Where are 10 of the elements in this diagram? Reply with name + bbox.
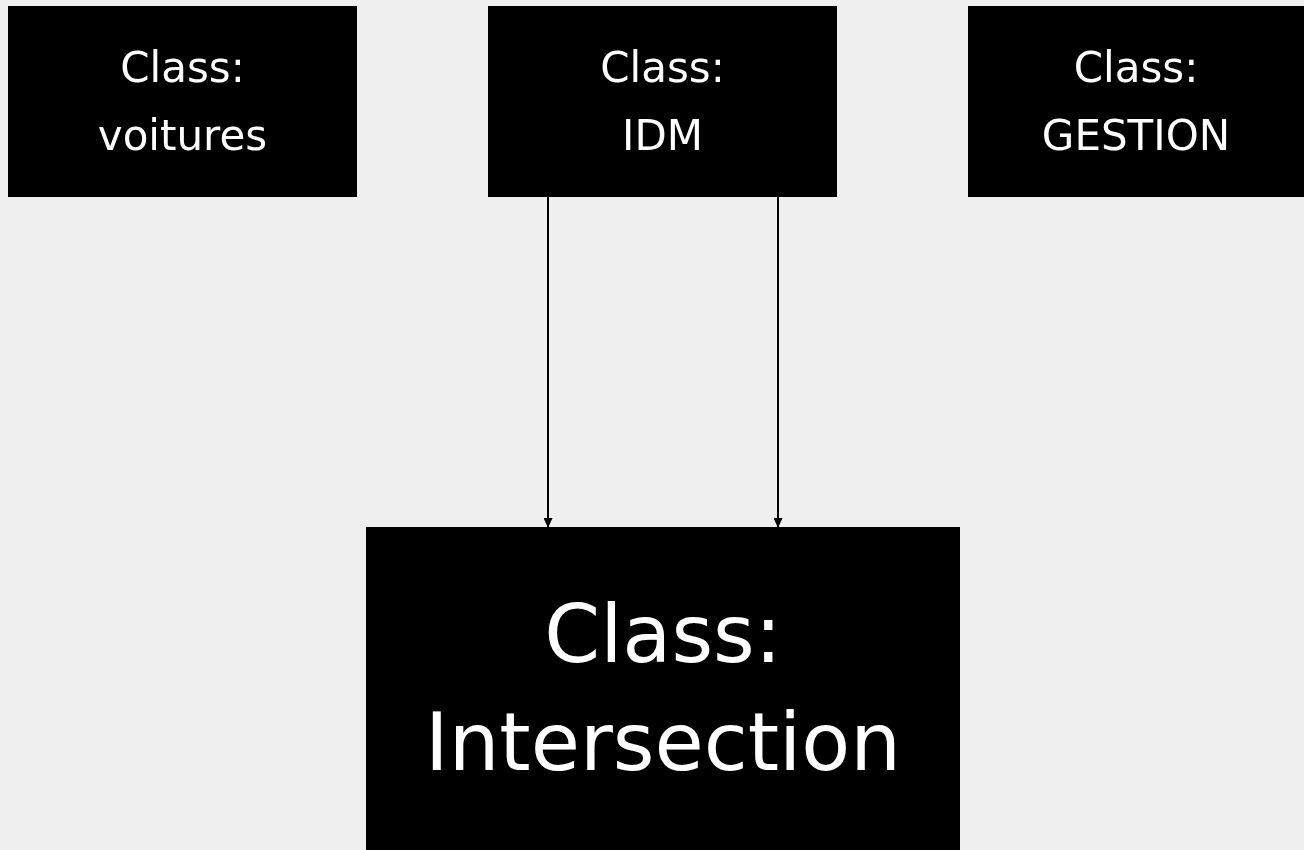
arrow: [773, 196, 783, 528]
class-box: [488, 6, 837, 197]
arrow: [543, 196, 553, 528]
class-box: [968, 6, 1304, 197]
class-label: Class: voitures: [96, 42, 269, 162]
class-label: Class: GESTION: [1040, 42, 1232, 162]
class-label: Class: IDM: [599, 42, 726, 162]
class-box: [366, 527, 960, 850]
class-label: Class: Intersection: [424, 586, 902, 791]
class-box: [8, 6, 357, 197]
